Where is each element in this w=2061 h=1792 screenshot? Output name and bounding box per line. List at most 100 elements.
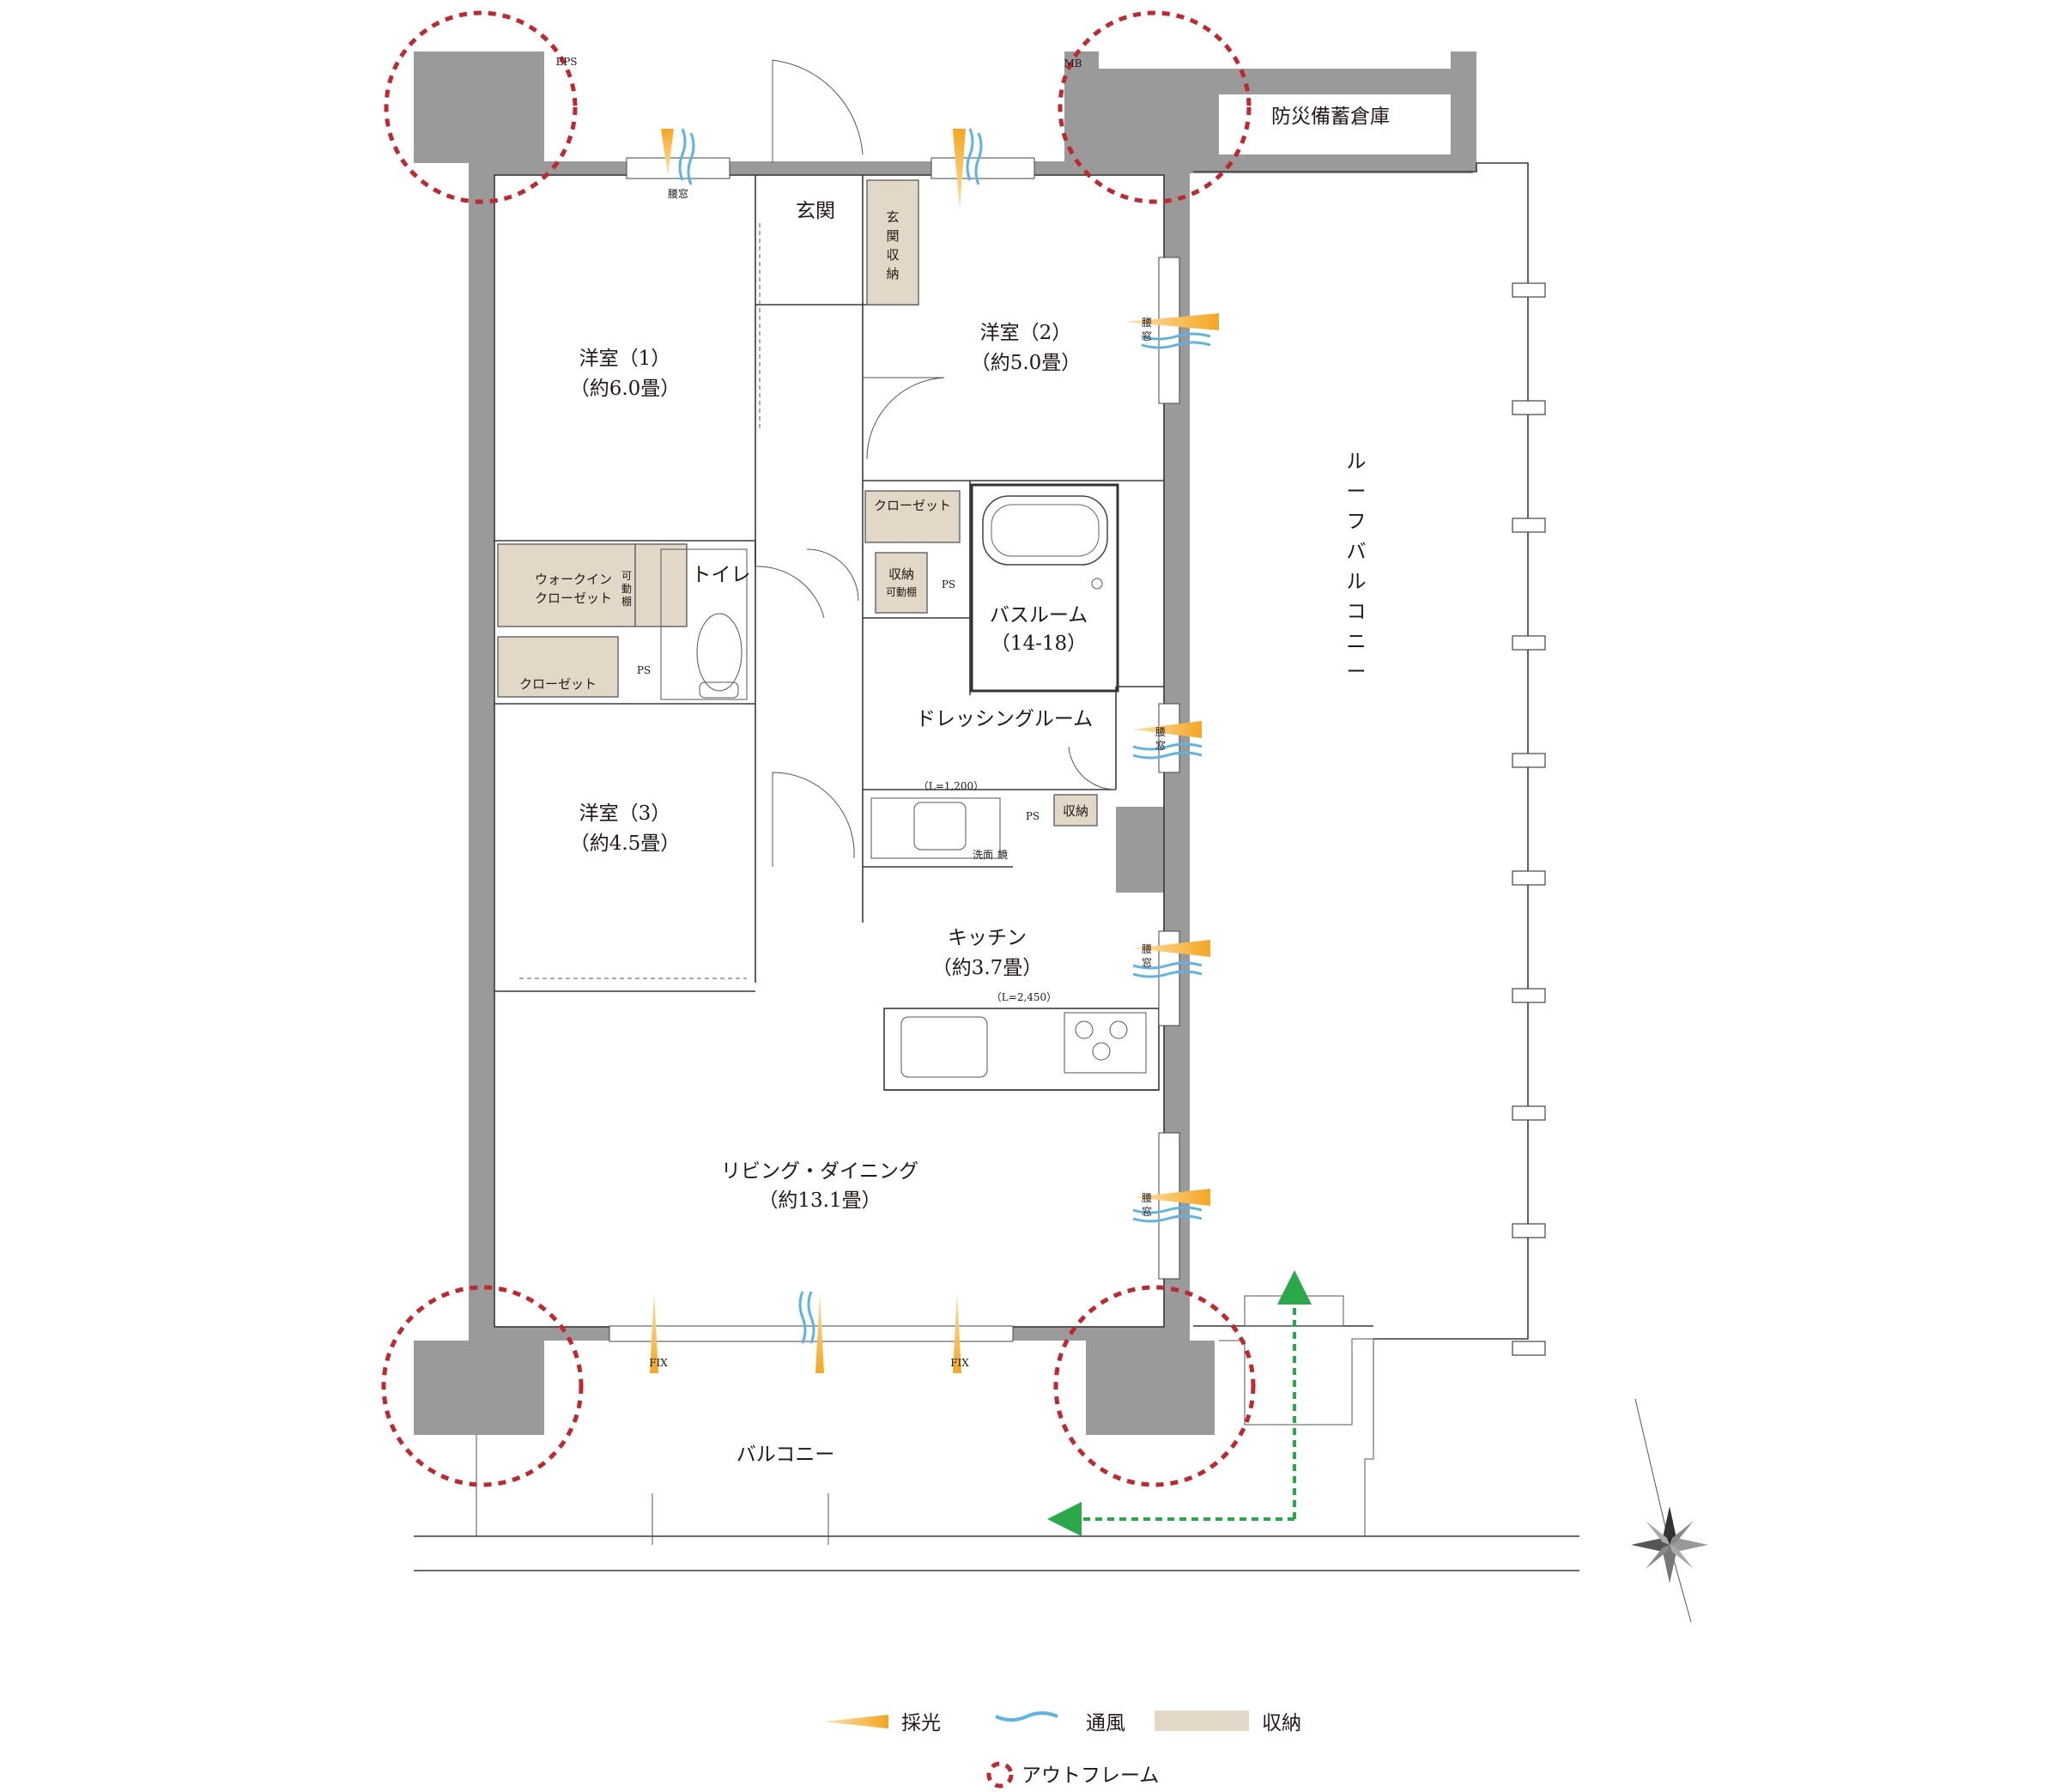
legend-wind-label: 通風	[1086, 1712, 1125, 1734]
mirror-label: 鏡	[997, 848, 1008, 861]
room-western3-size: （約4.5畳）	[570, 832, 681, 855]
room-entrance: 玄関	[796, 200, 835, 222]
light-indicators	[650, 129, 1219, 1373]
roof-balcony-c1: ル	[1347, 451, 1367, 473]
roof-balcony-c8: ー	[1347, 661, 1367, 683]
room-kitchen-size: （約3.7畳）	[932, 957, 1043, 979]
ps-label-hall: PS	[942, 578, 955, 590]
rail-post	[1512, 1105, 1546, 1121]
room-living-size: （約13.1畳）	[758, 1190, 881, 1212]
koshimado-w2-c2: 窓	[1142, 330, 1152, 342]
room-toilet: トイレ	[692, 564, 751, 586]
legend-storage-swatch	[1155, 1710, 1249, 1731]
mb-label: MB	[1064, 58, 1082, 70]
walkin-closet-line1: ウォークイン	[535, 572, 612, 587]
rail-post	[1512, 1341, 1546, 1356]
room-western1-name: 洋室（1）	[579, 348, 671, 370]
legend-wind-swatch	[995, 1711, 1058, 1722]
doors	[519, 59, 1117, 979]
wind-indicators	[678, 128, 1211, 1344]
rail-post	[1512, 400, 1546, 415]
rail-post	[1512, 635, 1546, 651]
rail-post	[1512, 870, 1546, 886]
room-labels: 洋室（1） （約6.0畳） 洋室（2） （約5.0畳） 洋室（3） （約4.5畳…	[519, 106, 1390, 1466]
storage-shelf-fill	[875, 552, 928, 614]
outframe-markers	[381, 10, 1256, 1487]
ps-label-washroom: PS	[1026, 810, 1040, 822]
disaster-storage-label: 防災備蓄倉庫	[1271, 106, 1390, 128]
roof-balcony-c2: ー	[1347, 481, 1367, 503]
legend: 採光 通風 収納 アウトフレーム	[824, 1710, 1301, 1789]
room-western2-size: （約5.0畳）	[971, 352, 1082, 374]
walkin-shelf-c1: 可	[621, 570, 632, 582]
room-western3-name: 洋室（3）	[579, 802, 671, 825]
fix-left: FIX	[649, 1357, 668, 1369]
washbasin-counter	[870, 797, 1001, 859]
room-living-name: リビング・ダイニング	[721, 1160, 918, 1183]
ps-label-closet: PS	[637, 664, 651, 676]
storage-small-label: 収納	[1063, 803, 1088, 819]
koshimado-top: 腰窓	[668, 187, 688, 200]
roof-balcony-posts	[1512, 282, 1546, 1356]
walkin-shelf-c2: 動	[621, 583, 632, 595]
room-dressing: ドレッシングルーム	[916, 708, 1093, 730]
koshimado-ld-c2: 窓	[1142, 1205, 1152, 1218]
legend-light-swatch	[824, 1715, 888, 1728]
legend-outframe-swatch	[986, 1761, 1014, 1789]
room-kitchen-name: キッチン	[948, 927, 1027, 949]
walkin-closet-fill	[497, 543, 636, 627]
entrance-storage-c4: 納	[886, 266, 899, 282]
closet-hall-label: クローゼット	[874, 498, 951, 513]
washbasin-label: 洗面	[973, 849, 993, 861]
walkin-closet-line2: クローゼット	[535, 590, 612, 606]
room-bathroom-name: バスルーム	[990, 604, 1088, 627]
entrance-storage-c1: 玄	[886, 209, 899, 225]
rail-post	[1512, 282, 1546, 298]
balcony-rail	[414, 1338, 1579, 1571]
storage-shelf-line1: 収納	[888, 566, 914, 582]
rail-post	[1512, 988, 1546, 1003]
room-balcony: バルコニー	[737, 1444, 835, 1466]
toilet-fixture	[660, 548, 748, 700]
fixture-labels: EPS MB PS PS PS 腰窓 腰 窓 腰 窓 腰 窓 腰 窓 FIX F…	[555, 56, 1166, 1369]
legend-storage-label: 収納	[1262, 1712, 1301, 1734]
roof-balcony-c7: ニ	[1347, 631, 1367, 653]
closet-hall-fill	[864, 490, 961, 543]
koshimado-ld-c1: 腰	[1142, 1192, 1152, 1204]
storage-small-fill	[1053, 794, 1098, 826]
walls	[414, 51, 1476, 1435]
koshimado-k-c2: 窓	[1142, 956, 1152, 969]
fix-right: FIX	[950, 1357, 969, 1369]
roof-balcony-c6: コ	[1347, 601, 1367, 623]
walkin-shelf-c3: 棚	[621, 595, 632, 608]
entrance-storage-fill	[866, 179, 919, 306]
storage-shelf-line2: 可動棚	[886, 585, 917, 598]
room-bathroom-size: （14-18）	[991, 633, 1087, 655]
koshimado-dr-c2: 窓	[1155, 739, 1166, 752]
room-western2-name: 洋室（2）	[980, 322, 1072, 344]
bathroom-unit	[970, 483, 1119, 693]
koshimado-k-c1: 腰	[1142, 943, 1152, 955]
roof-balcony-rail	[1193, 162, 1529, 1340]
room-western1-size: （約6.0畳）	[570, 378, 681, 400]
closet-w1-label: クローゼット	[519, 676, 597, 692]
roof-balcony-c4: バ	[1347, 541, 1367, 563]
closet-w1-fill	[497, 636, 619, 698]
roof-balcony-c3: フ	[1347, 511, 1367, 533]
legend-outframe-label: アウトフレーム	[1021, 1765, 1159, 1787]
compass-icon	[1631, 1398, 1708, 1623]
entrance-storage-c3: 収	[886, 247, 899, 263]
roof-balcony-c5: ル	[1347, 571, 1367, 593]
washbasin-length: （L=1,200）	[918, 780, 984, 792]
eps-label: EPS	[555, 56, 577, 68]
kitchen-counter	[883, 1008, 1160, 1091]
evacuation-route	[1047, 1270, 1312, 1536]
windows	[609, 157, 1180, 1342]
rail-post	[1512, 1223, 1546, 1238]
koshimado-w2-c1: 腰	[1142, 317, 1152, 329]
rail-post	[1512, 518, 1546, 533]
legend-light-label: 採光	[901, 1712, 941, 1734]
entrance-storage-c2: 関	[886, 228, 899, 244]
rail-post	[1512, 753, 1546, 768]
